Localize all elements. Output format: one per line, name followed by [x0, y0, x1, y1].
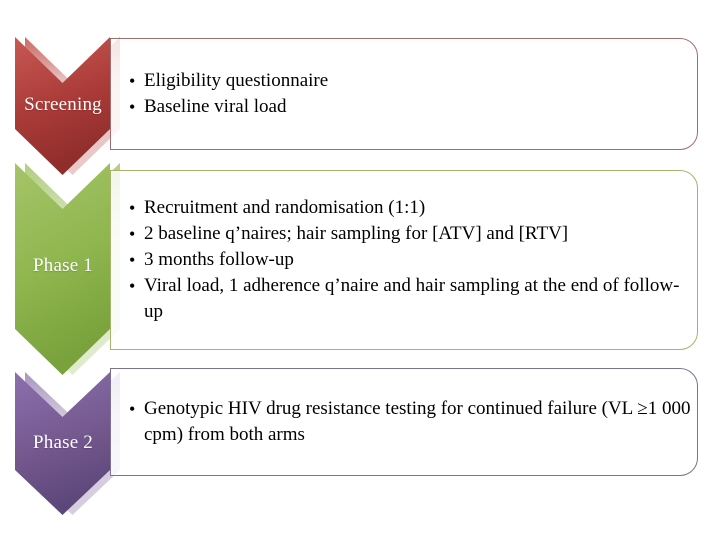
screening-chevron-icon — [15, 37, 120, 175]
phase2-chevron-shape — [15, 372, 110, 515]
screening-chevron-shape — [15, 37, 110, 175]
screening-bullet-list: Eligibility questionnaire Baseline viral… — [111, 68, 697, 120]
bullet-item: 2 baseline q’naires; hair sampling for [… — [127, 221, 697, 247]
bullet-item: Genotypic HIV drug resistance testing fo… — [127, 396, 697, 448]
phase2-bullet-list: Genotypic HIV drug resistance testing fo… — [111, 396, 697, 448]
phase2-card: Genotypic HIV drug resistance testing fo… — [110, 368, 698, 476]
stage-label-screening: Screening — [24, 94, 102, 115]
phase1-card: Recruitment and randomisation (1:1) 2 ba… — [110, 170, 698, 350]
bullet-item: Recruitment and randomisation (1:1) — [127, 195, 697, 221]
bullet-item: Baseline viral load — [127, 94, 697, 120]
phase1-bullet-list: Recruitment and randomisation (1:1) 2 ba… — [111, 195, 697, 325]
phase1-chevron-icon — [15, 163, 120, 375]
bullet-item: Viral load, 1 adherence q’naire and hair… — [127, 273, 697, 325]
stage-label-phase-2: Phase 2 — [33, 432, 93, 453]
bullet-item: Eligibility questionnaire — [127, 68, 697, 94]
stage-label-phase-1: Phase 1 — [33, 255, 93, 276]
phase2-chevron-icon — [15, 372, 120, 515]
bullet-item: 3 months follow-up — [127, 247, 697, 273]
phase1-chevron-shape — [15, 163, 110, 375]
screening-card: Eligibility questionnaire Baseline viral… — [110, 38, 698, 150]
